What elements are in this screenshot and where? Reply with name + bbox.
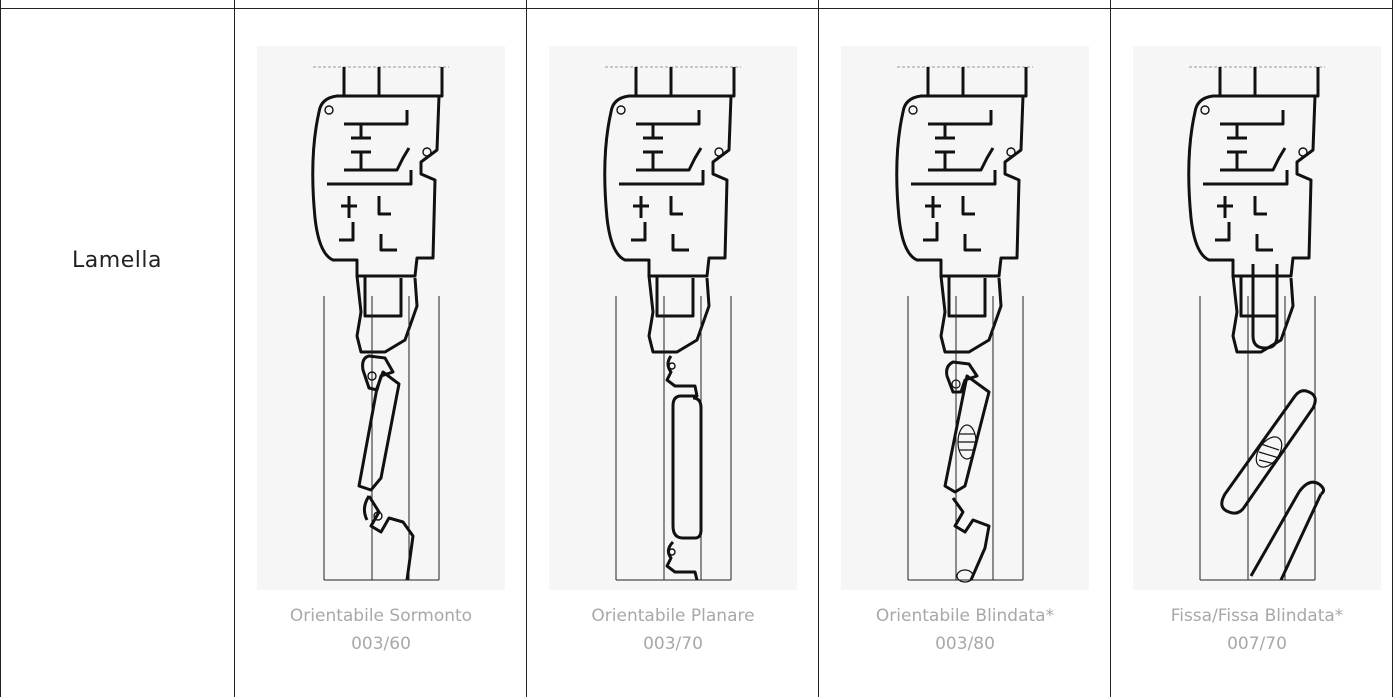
profile-code: 003/80	[935, 634, 995, 654]
profile-name: Orientabile Blindata*	[875, 606, 1055, 626]
row-label-lamella: Lamella	[72, 248, 162, 273]
profile-drawing-planare	[549, 46, 797, 590]
profile-caption: Orientabile Blindata* 003/80	[819, 602, 1111, 658]
profile-cell-blindata: Orientabile Blindata* 003/80	[819, 9, 1111, 697]
profile-cell-sormonto: Orientabile Sormonto 003/60	[235, 9, 527, 697]
table-top-border	[0, 8, 1393, 9]
table-border-left	[0, 0, 1, 697]
column-divider-2	[526, 0, 527, 697]
profile-code: 007/70	[1227, 634, 1287, 654]
profile-cell-fissa: Fissa/Fissa Blindata* 007/70	[1111, 9, 1393, 697]
profile-drawing-blindata	[841, 46, 1089, 590]
profile-code: 003/60	[351, 634, 411, 654]
profile-caption: Orientabile Sormonto 003/60	[235, 602, 527, 658]
profile-name: Orientabile Sormonto	[289, 606, 473, 626]
column-divider-1	[234, 0, 235, 697]
column-divider-3	[818, 0, 819, 697]
profile-drawing-fissa	[1133, 46, 1381, 590]
profile-caption: Orientabile Planare 003/70	[527, 602, 819, 658]
column-divider-4	[1110, 0, 1111, 697]
profile-name: Fissa/Fissa Blindata*	[1170, 606, 1344, 626]
profile-cell-planare: Orientabile Planare 003/70	[527, 9, 819, 697]
profile-drawing-sormonto	[257, 46, 505, 590]
profile-caption: Fissa/Fissa Blindata* 007/70	[1111, 602, 1393, 658]
profile-name: Orientabile Planare	[591, 606, 755, 626]
profile-code: 003/70	[643, 634, 703, 654]
